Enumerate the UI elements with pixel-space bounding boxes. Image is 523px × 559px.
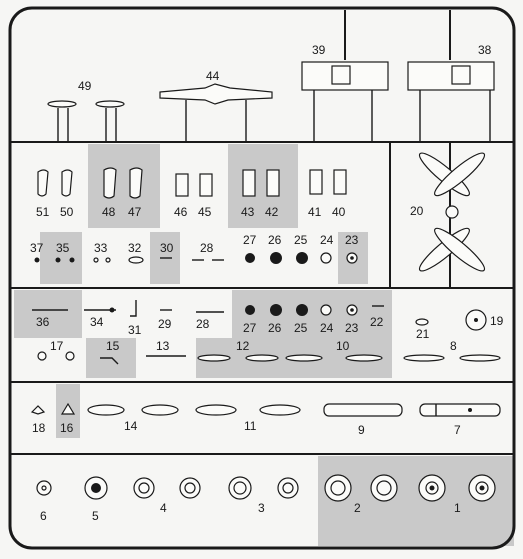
label-48: 48 (102, 205, 116, 219)
row3-parts (34, 252, 358, 264)
label-14: 14 (124, 419, 138, 433)
label-5: 5 (92, 509, 99, 523)
label-16: 16 (60, 421, 74, 435)
label-13: 13 (156, 339, 170, 353)
label-41: 41 (308, 205, 322, 219)
label-23: 23 (345, 233, 359, 247)
label-46: 46 (174, 205, 188, 219)
label-25: 25 (294, 233, 308, 247)
row2-parts (37, 152, 486, 272)
label-34: 34 (90, 315, 104, 329)
label-26: 26 (268, 233, 282, 247)
label-43: 43 (241, 205, 255, 219)
row7-parts (36, 474, 496, 502)
label-7: 7 (454, 423, 461, 437)
label-24: 24 (320, 233, 334, 247)
label-31: 31 (128, 323, 142, 337)
label-20: 20 (410, 204, 424, 218)
label-50: 50 (60, 205, 74, 219)
label-39: 39 (312, 43, 326, 57)
label-32: 32 (128, 241, 142, 255)
label-37: 37 (30, 241, 44, 255)
label-47: 47 (128, 205, 142, 219)
label-28b: 28 (196, 317, 210, 331)
label-19: 19 (490, 314, 504, 328)
label-3: 3 (258, 501, 265, 515)
row1-parts (47, 61, 495, 142)
label-30: 30 (160, 241, 174, 255)
label-22: 22 (370, 315, 384, 329)
label-15: 15 (106, 339, 120, 353)
propeller-icon (418, 152, 486, 272)
label-42: 42 (265, 205, 279, 219)
label-25b: 25 (294, 321, 308, 335)
label-33: 33 (94, 241, 108, 255)
label-44: 44 (206, 69, 220, 83)
label-18: 18 (32, 421, 46, 435)
label-2: 2 (354, 501, 361, 515)
label-21: 21 (416, 327, 430, 341)
label-12: 12 (236, 339, 250, 353)
label-24b: 24 (320, 321, 334, 335)
label-27: 27 (243, 233, 257, 247)
label-17: 17 (50, 339, 64, 353)
label-45: 45 (198, 205, 212, 219)
label-11: 11 (244, 419, 257, 433)
label-1: 1 (454, 501, 461, 515)
label-49: 49 (78, 79, 92, 93)
label-23b: 23 (345, 321, 359, 335)
label-36: 36 (36, 315, 50, 329)
row5-parts (37, 351, 501, 365)
part-labels: 49 44 39 38 51 50 48 47 46 45 43 42 41 4… (30, 43, 504, 523)
label-35: 35 (56, 241, 70, 255)
label-26b: 26 (268, 321, 282, 335)
label-29: 29 (158, 317, 172, 331)
sprue-frame (8, 6, 516, 550)
label-51: 51 (36, 205, 50, 219)
label-9: 9 (358, 423, 365, 437)
label-8: 8 (450, 339, 457, 353)
row4-parts (32, 300, 487, 331)
label-38: 38 (478, 43, 492, 57)
label-27b: 27 (243, 321, 257, 335)
sprue-runners (11, 10, 513, 455)
label-10: 10 (336, 339, 350, 353)
label-4: 4 (160, 501, 167, 515)
label-40: 40 (332, 205, 346, 219)
row6-parts (30, 402, 501, 417)
label-6: 6 (40, 509, 47, 523)
label-28: 28 (200, 241, 214, 255)
